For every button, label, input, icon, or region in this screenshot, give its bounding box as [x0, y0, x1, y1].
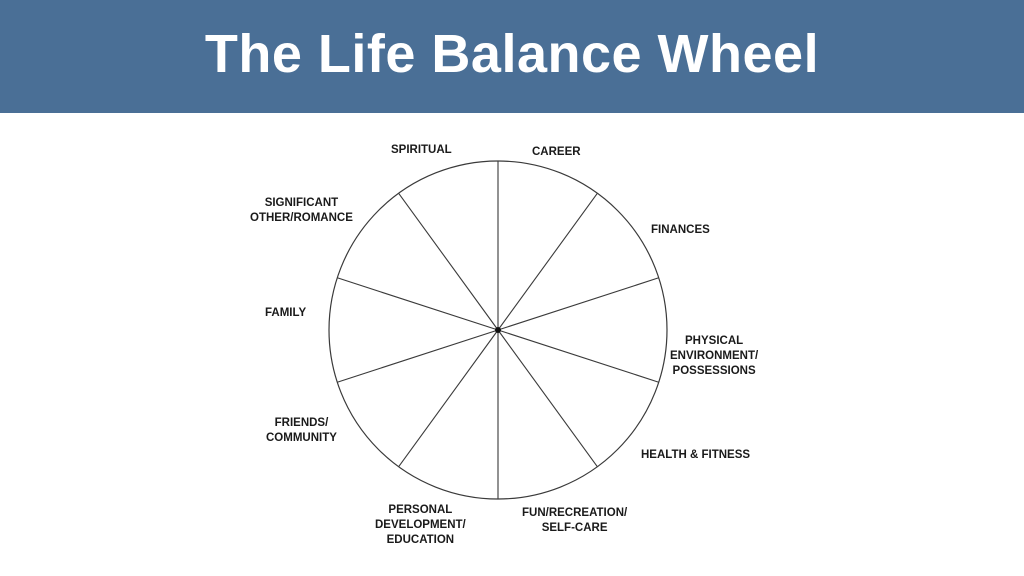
- wheel-spokes: [337, 161, 659, 499]
- title-banner: The Life Balance Wheel: [0, 0, 1024, 113]
- label-line: SIGNIFICANT: [264, 197, 339, 209]
- segment-label-significant-other: SIGNIFICANT OTHER/ROMANCE: [250, 196, 353, 226]
- label-line: SELF-CARE: [541, 522, 608, 534]
- segment-label-fun-recreation: FUN/RECREATION/ SELF-CARE: [522, 506, 627, 536]
- wheel-spoke: [497, 192, 598, 331]
- segment-label-physical-environment: PHYSICAL ENVIRONMENT/ POSSESSIONS: [670, 334, 758, 379]
- segment-label-family: FAMILY: [265, 306, 306, 321]
- label-line: HEALTH & FITNESS: [641, 449, 751, 461]
- label-line: FAMILY: [265, 307, 307, 319]
- label-line: EDUCATION: [386, 534, 455, 546]
- label-line: CAREER: [532, 146, 581, 158]
- wheel-center-dot: [495, 327, 501, 333]
- segment-label-career: CAREER: [532, 145, 581, 160]
- label-line: ENVIRONMENT/: [670, 350, 759, 362]
- page-title: The Life Balance Wheel: [204, 23, 820, 84]
- label-line: FINANCES: [651, 224, 710, 236]
- label-line: OTHER/ROMANCE: [250, 212, 353, 224]
- label-line: PERSONAL: [388, 504, 453, 516]
- wheel-spoke: [398, 192, 499, 331]
- segment-label-personal-development: PERSONAL DEVELOPMENT/ EDUCATION: [375, 503, 466, 548]
- segment-label-friends-community: FRIENDS/ COMMUNITY: [266, 416, 337, 446]
- segment-label-spiritual: SPIRITUAL: [391, 143, 452, 158]
- wheel-spoke: [337, 277, 499, 331]
- label-line: FUN/RECREATION/: [522, 507, 628, 519]
- label-line: FRIENDS/: [274, 417, 329, 429]
- label-line: PHYSICAL: [685, 335, 744, 347]
- wheel-spoke: [497, 329, 659, 383]
- label-line: SPIRITUAL: [391, 144, 452, 156]
- segment-label-health-fitness: HEALTH & FITNESS: [641, 448, 750, 463]
- label-line: DEVELOPMENT/: [375, 519, 466, 531]
- wheel-spoke: [398, 329, 499, 468]
- wheel-spoke: [497, 329, 598, 468]
- label-line: POSSESSIONS: [672, 365, 756, 377]
- segment-label-finances: FINANCES: [651, 223, 710, 238]
- wheel-spoke: [497, 277, 659, 331]
- wheel-spoke: [337, 329, 499, 383]
- label-line: COMMUNITY: [266, 432, 337, 444]
